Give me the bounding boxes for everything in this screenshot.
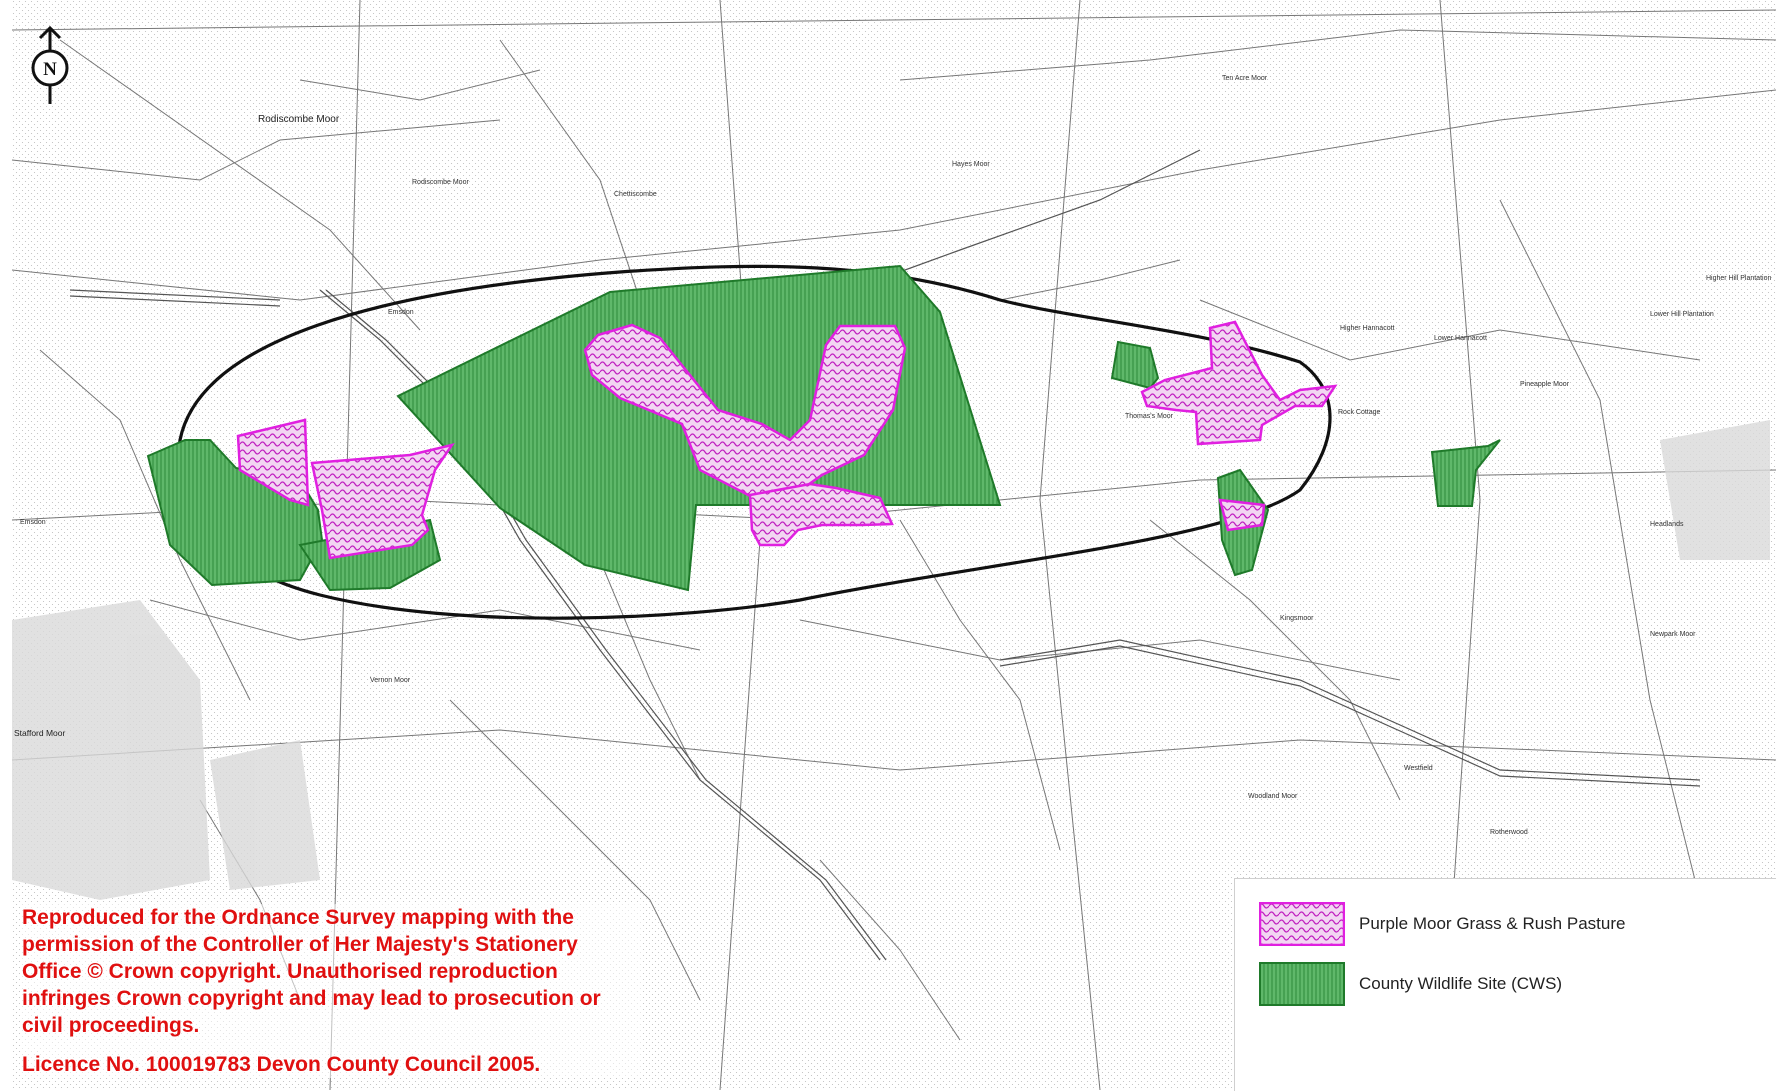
cws-swatch-icon (1259, 962, 1345, 1006)
study-area-boundary (177, 264, 1332, 620)
left-margin (0, 0, 12, 1090)
place-label: Stafford Moor (14, 728, 66, 738)
place-label: Thomas's Moor (1125, 413, 1174, 420)
place-label: Rodiscombe Moor (258, 114, 340, 125)
legend-label: County Wildlife Site (CWS) (1359, 974, 1563, 993)
grey-moorland (12, 420, 1770, 900)
place-label: Higher Hill Plantation (1706, 275, 1771, 282)
pasture-central-a (583, 323, 907, 500)
cws-far-east (1430, 439, 1501, 507)
place-label: Emsdon (20, 519, 46, 526)
map-legend: Purple Moor Grass & Rush Pasture County … (1234, 878, 1776, 1091)
place-label: Vernon Moor (370, 677, 411, 684)
place-labels: Rodiscombe Moor Rodiscombe Moor Ten Acre… (14, 75, 1771, 836)
copyright-notice: Reproduced for the Ordnance Survey mappi… (22, 904, 642, 1078)
purple-moor-grass-areas (236, 320, 1338, 560)
place-label: Kingsmoor (1280, 615, 1314, 622)
place-label: Chettiscombe (614, 191, 657, 198)
pasture-swatch-icon (1259, 902, 1345, 946)
pasture-central-b (748, 482, 894, 547)
cws-east-north (1110, 340, 1160, 390)
pasture-west-2 (310, 443, 455, 560)
place-label: Ten Acre Moor (1222, 75, 1268, 82)
north-arrow: N (31, 25, 69, 104)
legend-item-pasture: Purple Moor Grass & Rush Pasture (1259, 901, 1625, 947)
legend-item-cws: County Wildlife Site (CWS) (1259, 961, 1562, 1007)
place-label: Lower Hannacott (1434, 335, 1487, 342)
licence-text: Licence No. 100019783 Devon County Counc… (22, 1053, 541, 1076)
place-label: Higher Hannacott (1340, 325, 1395, 332)
place-label: Hayes Moor (952, 161, 990, 168)
place-label: Rotherwood (1490, 829, 1528, 836)
pasture-west-1 (236, 418, 310, 507)
place-label: Woodland Moor (1248, 793, 1298, 800)
pasture-east-small (1218, 498, 1266, 532)
north-label: N (43, 59, 57, 80)
copyright-text: Reproduced for the Ordnance Survey mappi… (22, 906, 601, 1037)
place-label: Headlands (1650, 521, 1684, 528)
place-label: Newpark Moor (1650, 631, 1696, 638)
legend-label: Purple Moor Grass & Rush Pasture (1359, 914, 1626, 933)
roads (69, 149, 1701, 961)
place-label: Lower Hill Plantation (1650, 311, 1714, 318)
place-label: Rodiscombe Moor (412, 179, 469, 186)
place-label: Rock Cottage (1338, 409, 1381, 416)
place-label: Emsdon (388, 309, 414, 316)
place-label: Westfield (1404, 765, 1433, 772)
pasture-east (1140, 320, 1338, 446)
place-label: Pineapple Moor (1520, 381, 1570, 388)
